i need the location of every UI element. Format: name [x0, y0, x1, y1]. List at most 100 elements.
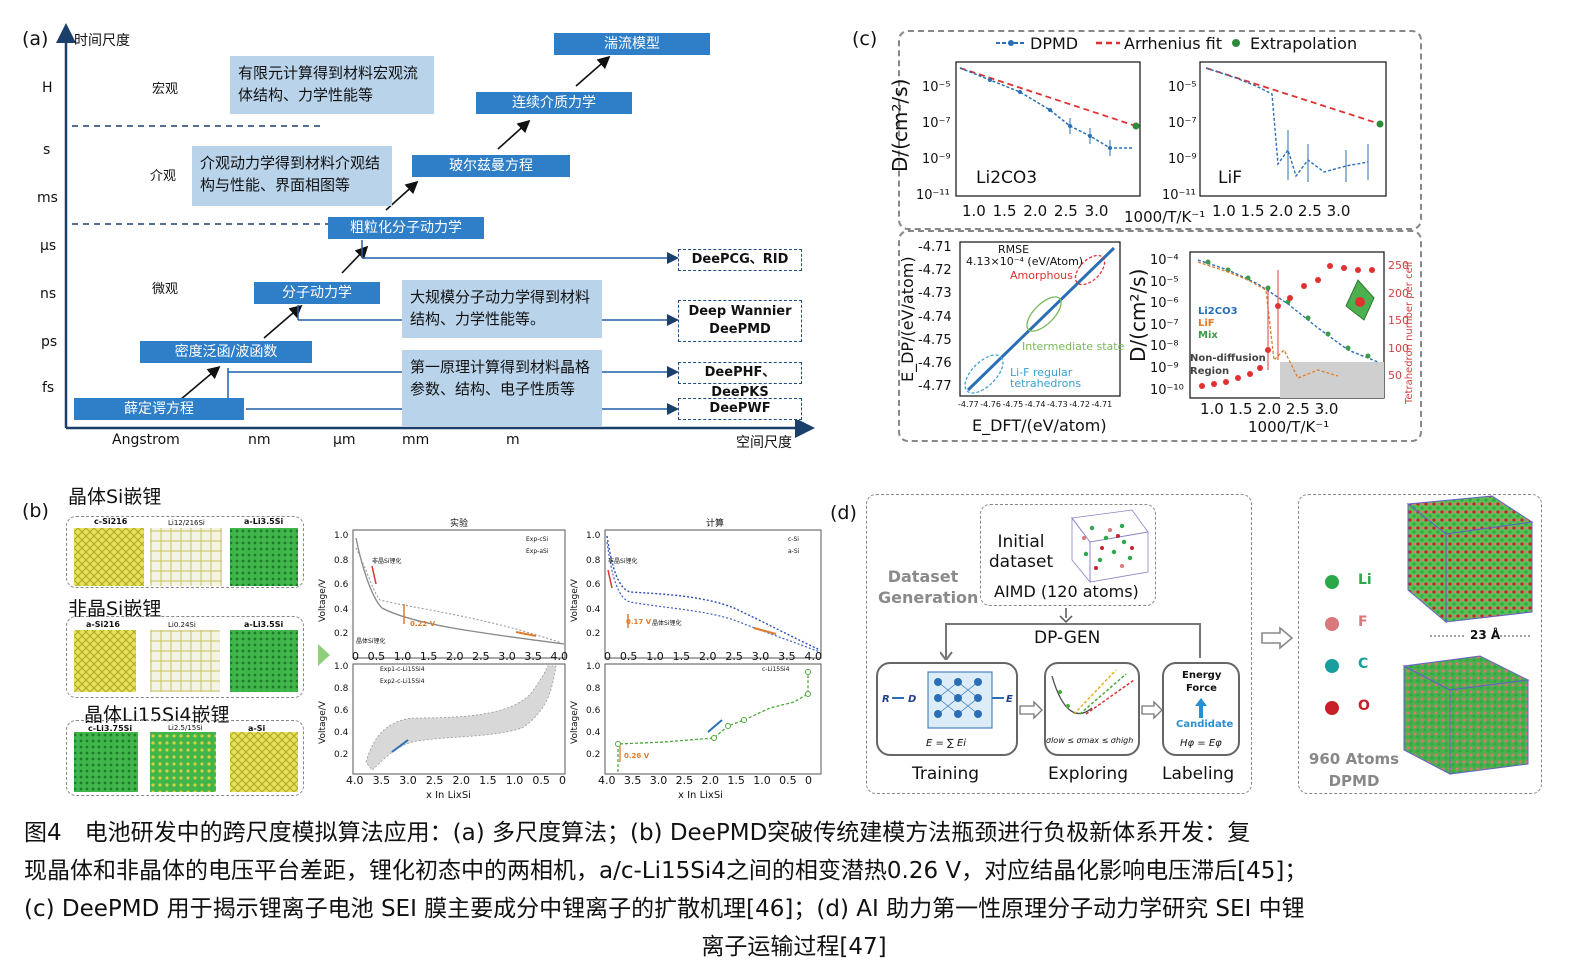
d-dim: 23 Å	[1470, 628, 1501, 642]
d-aimd: AIMD (120 atoms)	[994, 582, 1139, 601]
b-exp-low-legend: Exp1-c-Li15Si4	[380, 666, 425, 673]
b-struct-label: c-Li3.75Si	[88, 724, 133, 733]
c-xtick: 2.5	[1297, 202, 1322, 220]
b-xtick: 0	[805, 774, 812, 787]
c-parity-ytick: -4.75	[918, 332, 952, 348]
d-labeling: Labeling	[1162, 764, 1235, 784]
b-x-label: x In LixSi	[426, 790, 471, 801]
svg-text:E: E	[1006, 694, 1013, 705]
c-rmse-value: 4.13×10⁻⁴ (eV/Atom)	[966, 255, 1084, 268]
d-element-li: Li	[1358, 572, 1372, 588]
c-atom-icon	[1325, 659, 1339, 673]
c-nondiff: Non-diffusion Region	[1190, 353, 1266, 377]
b-ytick: 0.8	[334, 555, 349, 566]
method-md: 分子动力学	[254, 282, 380, 304]
panel-a-label: (a)	[22, 28, 49, 50]
b-ann-017: 0.17 V	[626, 618, 652, 626]
li-atom-icon	[1325, 575, 1339, 589]
c-parity-xticks: -4.77 -4.76 -4.75 -4.74 -4.73 -4.72 -4.7…	[958, 400, 1112, 409]
b-xtick: 4.0	[804, 650, 823, 663]
c-ytick: 10⁻⁷	[922, 116, 951, 131]
d-atoms: 960 Atoms DPMD	[1308, 750, 1400, 790]
method-dft: 密度泛函/波函数	[140, 341, 312, 363]
deep-pcg: DeePCG、RID	[678, 249, 802, 271]
d-element-f: F	[1358, 614, 1368, 630]
b-ytick: 0.2	[586, 629, 601, 640]
b-ytick: 0.6	[586, 580, 601, 591]
b-exp-legend: Exp-aSi	[526, 548, 549, 555]
b-y-label: Voltage/V	[318, 701, 328, 744]
b-xtick: 4.0	[598, 774, 616, 787]
d-exploring: Exploring	[1048, 764, 1128, 784]
c-diff-yticks: 10⁻⁴ 10⁻⁵ 10⁻⁶ 10⁻⁷ 10⁻⁸ 10⁻⁹ 10⁻¹⁰	[1150, 250, 1184, 401]
c-right-ytick: 100	[1388, 341, 1409, 355]
c-ytick: 10⁻⁵	[922, 80, 951, 95]
c-ytick-r: 10⁻⁵	[1168, 80, 1197, 95]
c-parity-xtick: -4.71	[1091, 400, 1113, 409]
b-xtick: 0.5	[367, 650, 386, 663]
b-xtick: 1.0	[393, 650, 412, 663]
b-exp-low-legend: Exp2-c-Li15Si4	[380, 678, 425, 685]
c-xtick: 2.5	[1285, 400, 1310, 418]
b-ytick: 0.2	[334, 629, 349, 640]
b-exp-title: 实验	[450, 519, 469, 529]
d-element-c: C	[1358, 656, 1369, 672]
b-row-title-2: 非晶Si嵌锂	[68, 598, 162, 620]
b-ytick: 1.0	[586, 531, 601, 541]
a-x-axis-title: 空间尺度	[736, 435, 792, 451]
note-meso: 介观动力学得到材料介观结构与性能、界面相图等	[192, 146, 392, 206]
note-macro: 有限元计算得到材料宏观流体结构、力学性能等	[230, 56, 434, 114]
b-ytick: 0.2	[586, 750, 601, 760]
c-xticks-right: 1.0 1.5 2.0 2.5 3.0	[1212, 202, 1392, 220]
caption-line: 现晶体和非晶体的电压平台差距，锂化初态中的两相机，a/c-Li15Si4之间的相…	[24, 858, 1308, 884]
b-calc-low-legend: c-Li15Si4	[762, 666, 790, 673]
f-atom-icon	[1325, 617, 1339, 631]
c-diff-legend-li2co3: Li2CO3	[1198, 306, 1238, 317]
d-exploring-diagram	[1051, 669, 1135, 715]
c-parity-xtick: -4.74	[1024, 400, 1046, 409]
b-struct-label: Li12/216Si	[168, 519, 205, 527]
b-structures	[74, 528, 298, 792]
c-diff-ytick: 10⁻⁷	[1150, 317, 1179, 333]
b-struct-label: Li0.24Si	[168, 621, 196, 629]
a-xtick: nm	[248, 432, 271, 448]
c-parity-ytick: -4.72	[918, 263, 952, 279]
b-row3-frame	[66, 720, 304, 796]
b-xtick: 2.0	[452, 774, 471, 787]
b-ytick: 1.0	[334, 531, 349, 541]
c-top-frame	[898, 30, 1422, 230]
c-right-ytick: 250	[1388, 259, 1409, 272]
deep-wannier: Deep Wannier	[688, 304, 792, 319]
b-xtick: 1.5	[419, 650, 438, 663]
c-ytick: 10⁻⁹	[922, 152, 951, 167]
c-diff-ytick: 10⁻⁵	[1150, 274, 1179, 290]
b-xtick: 4.0	[346, 774, 364, 787]
d-large-structures	[1402, 495, 1534, 775]
b-xtick: 2.5	[675, 774, 694, 787]
o-atom-icon	[1325, 701, 1339, 715]
b-calc-title: 计算	[706, 519, 725, 529]
b-exp-legend: Exp-cSi	[526, 536, 549, 543]
b-xtick: 2.0	[699, 650, 717, 663]
a-ytick: μs	[40, 238, 57, 254]
b-xtick: 3.5	[778, 650, 796, 663]
c-diff-plot	[1189, 251, 1385, 399]
c-parity-y-label: E_DP/(eV/atom)	[898, 256, 917, 382]
c-xticks-left: 1.0 1.5 2.0 2.5 3.0	[962, 202, 1142, 220]
d-initial-frame	[980, 504, 1156, 606]
b-calc-top-plot	[604, 529, 822, 659]
a-xtick: Angstrom	[112, 432, 180, 448]
b-ytick: 0.4	[334, 728, 349, 738]
b-xtick: 1.5	[672, 650, 691, 663]
caption-line: 图4 电池研发中的跨尺度模拟算法应用：(a) 多尺度算法；(b) DeePMD突…	[24, 820, 1251, 846]
b-ann-026: 0.26 V	[624, 752, 650, 760]
d-arrow-icon	[1019, 700, 1043, 720]
b-xtick: 1.0	[646, 650, 664, 663]
c-intermediate: Intermediate state	[1022, 340, 1125, 353]
d-up-arrow-icon	[1195, 698, 1207, 718]
b-xtick: 1.0	[505, 774, 524, 787]
